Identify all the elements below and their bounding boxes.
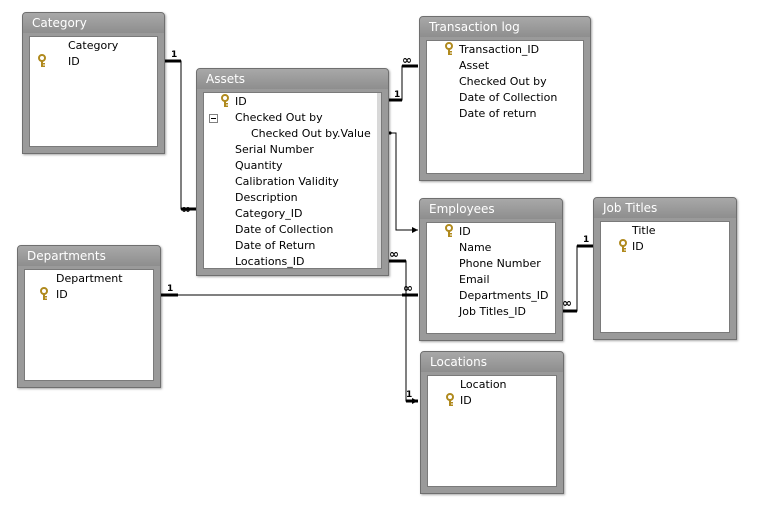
table-title[interactable]: Job Titles xyxy=(594,198,736,218)
key-icon xyxy=(445,42,453,55)
category-table[interactable]: Category Category ID xyxy=(22,12,165,154)
transaction-many-label: ∞ xyxy=(402,53,412,67)
field-quantity[interactable]: Quantity xyxy=(235,159,283,172)
field-serial-number[interactable]: Serial Number xyxy=(235,143,314,156)
table-title[interactable]: Transaction log xyxy=(420,17,590,37)
assets-locations-many-label: ∞ xyxy=(389,247,399,261)
assets-table[interactable]: Assets ID Checked Out by Checked Out by.… xyxy=(196,68,389,276)
field-locations-id[interactable]: Locations_ID xyxy=(235,255,305,268)
field-location[interactable]: Location xyxy=(460,378,507,391)
field-list: Transaction_ID Asset Checked Out by Date… xyxy=(426,40,584,174)
field-id[interactable]: ID xyxy=(632,240,644,253)
key-icon xyxy=(221,94,229,107)
table-title[interactable]: Locations xyxy=(421,352,563,372)
locations-one-label: 1 xyxy=(406,390,412,400)
category-one-label: 1 xyxy=(171,50,177,60)
field-category[interactable]: Category xyxy=(68,39,119,52)
departments-table[interactable]: Departments Department ID xyxy=(17,245,161,388)
field-id[interactable]: ID xyxy=(460,394,472,407)
employees-table[interactable]: Employees ID Name Phone Number Email Dep… xyxy=(419,198,563,341)
field-email[interactable]: Email xyxy=(459,273,490,286)
table-title[interactable]: Category xyxy=(23,13,164,33)
scrollbar[interactable] xyxy=(377,93,381,268)
field-description[interactable]: Description xyxy=(235,191,298,204)
field-calibration-validity[interactable]: Calibration Validity xyxy=(235,175,339,188)
field-date-of-collection[interactable]: Date of Collection xyxy=(235,223,334,236)
field-list: ID Name Phone Number Email Departments_I… xyxy=(426,222,556,334)
transaction-log-table[interactable]: Transaction log Transaction_ID Asset Che… xyxy=(419,16,591,181)
field-checked-out-by[interactable]: Checked Out by xyxy=(459,75,547,88)
table-title[interactable]: Assets xyxy=(197,69,388,89)
field-departments-id[interactable]: Departments_ID xyxy=(459,289,549,302)
key-icon xyxy=(40,287,48,300)
field-id[interactable]: ID xyxy=(68,55,80,68)
field-checked-out-by-value[interactable]: Checked Out by.Value xyxy=(251,127,371,140)
key-icon xyxy=(38,54,46,67)
field-job-titles-id[interactable]: Job Titles_ID xyxy=(459,305,526,318)
field-id[interactable]: ID xyxy=(235,95,247,108)
assets-category-many-label: ∞ xyxy=(181,202,191,216)
field-list: Location ID xyxy=(427,375,557,487)
table-title[interactable]: Departments xyxy=(18,246,160,266)
field-list: Department ID xyxy=(24,269,154,381)
field-phone-number[interactable]: Phone Number xyxy=(459,257,541,270)
field-name[interactable]: Name xyxy=(459,241,492,254)
field-asset[interactable]: Asset xyxy=(459,59,490,72)
assets-one-label: 1 xyxy=(394,90,400,100)
job-titles-table[interactable]: Job Titles Title ID xyxy=(593,197,737,340)
field-transaction-id[interactable]: Transaction_ID xyxy=(459,43,540,56)
locations-table[interactable]: Locations Location ID xyxy=(420,351,564,494)
field-date-of-return[interactable]: Date of Return xyxy=(235,239,316,252)
key-icon xyxy=(446,393,454,406)
departments-one-label: 1 xyxy=(167,284,173,294)
key-icon xyxy=(445,224,453,237)
key-icon xyxy=(619,239,627,252)
field-checked-out-by[interactable]: Checked Out by xyxy=(235,111,323,124)
field-id[interactable]: ID xyxy=(56,288,68,301)
employees-jobtitles-many-label: ∞ xyxy=(562,296,572,310)
employees-departments-many-label: ∞ xyxy=(403,281,413,295)
collapse-icon[interactable] xyxy=(209,114,218,123)
field-category-id[interactable]: Category_ID xyxy=(235,207,303,220)
field-title[interactable]: Title xyxy=(632,224,656,237)
field-date-of-collection[interactable]: Date of Collection xyxy=(459,91,558,104)
field-id[interactable]: ID xyxy=(459,225,471,238)
field-list: Title ID xyxy=(600,221,730,333)
field-date-of-return[interactable]: Date of return xyxy=(459,107,537,120)
jobtitles-one-label: 1 xyxy=(583,235,589,245)
field-list: Category ID xyxy=(29,36,158,147)
field-department[interactable]: Department xyxy=(56,272,123,285)
table-title[interactable]: Employees xyxy=(420,199,562,219)
field-list: ID Checked Out by Checked Out by.Value S… xyxy=(203,92,382,269)
